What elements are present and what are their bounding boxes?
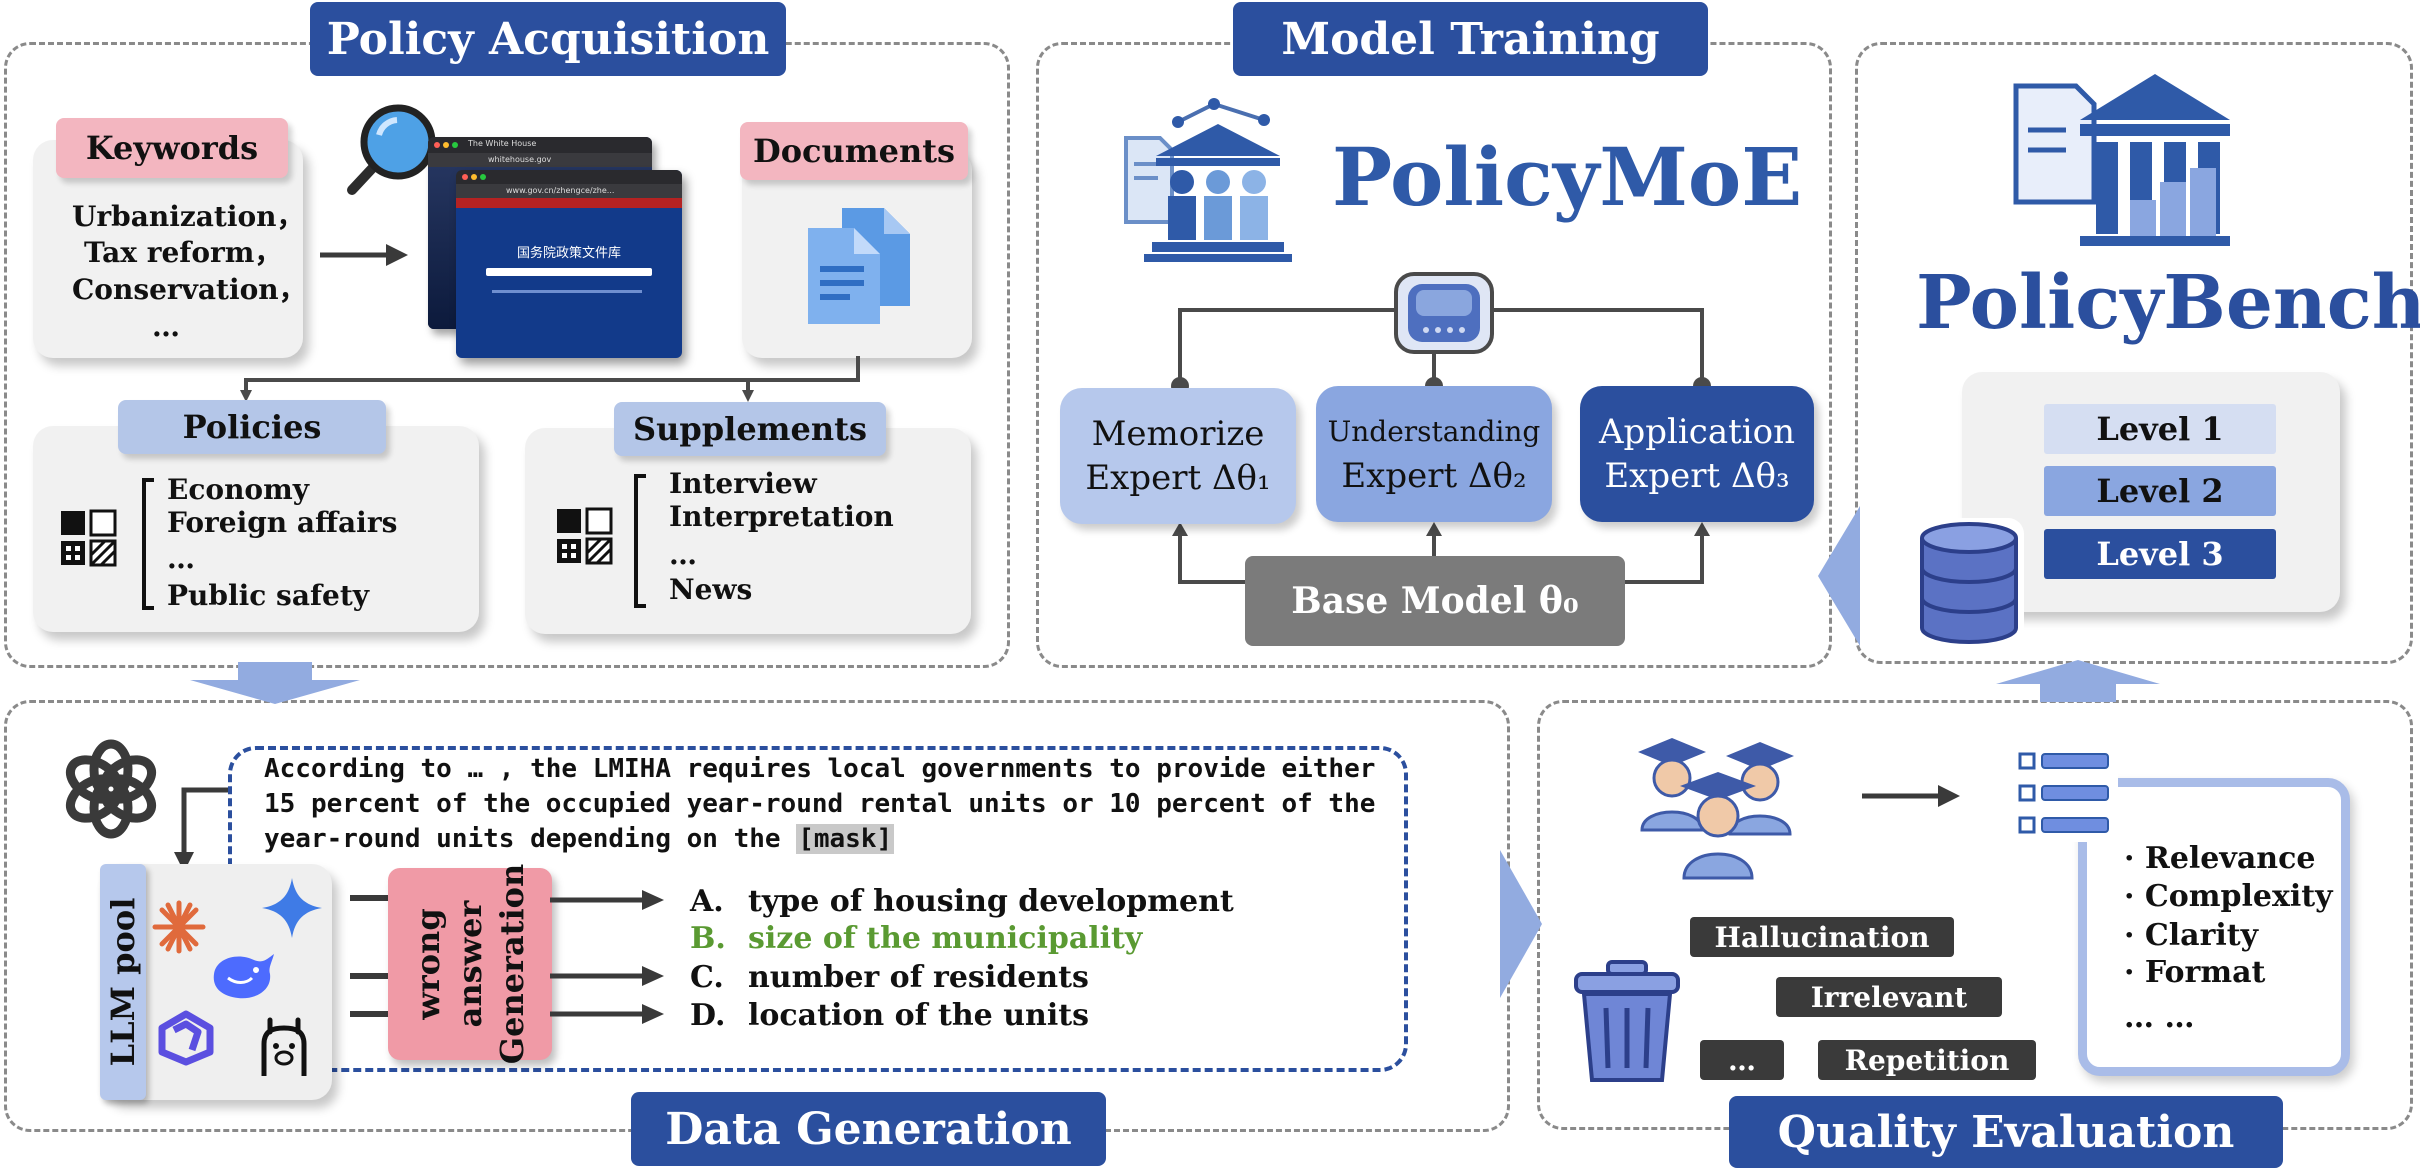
policy-item-4: Public safety — [167, 579, 370, 612]
arrow-openai-to-pool — [174, 787, 232, 872]
flow-arrow-up — [1996, 660, 2160, 702]
memorize-expert-line2: Expert Δθ₁ — [1085, 458, 1271, 498]
supplement-item-3: … — [669, 538, 697, 571]
gemini-logo-icon — [262, 878, 322, 938]
wrong-answer-label: wrong answer Generation — [407, 864, 533, 1064]
keyword-4: … — [152, 310, 180, 343]
supplement-item-4: News — [669, 573, 753, 606]
model-training-title: Model Training — [1233, 2, 1708, 76]
arrows-pool-to-generation — [350, 895, 390, 1017]
criterion-clarity: · Clarity — [2124, 918, 2259, 953]
deepseek-logo-icon — [213, 954, 274, 999]
browser-front-url: www.gov.cn/zhengce/zhe... — [506, 186, 615, 195]
browser-back-tab: The White House — [468, 139, 537, 148]
flow-arrow-right — [1500, 850, 1542, 998]
base-model-box: Base Model θ₀ — [1245, 556, 1625, 646]
supplement-item-2: Interpretation — [669, 500, 894, 533]
option-b-letter: B. — [690, 921, 726, 956]
application-expert-line2: Expert Δθ₃ — [1604, 456, 1790, 496]
wrong-label-line2: answer — [451, 900, 489, 1028]
question-body: According to … , the LMIHA requires loca… — [264, 754, 1376, 854]
option-c-text: number of residents — [748, 960, 1089, 995]
understanding-expert-line2: Expert Δθ₂ — [1341, 456, 1527, 496]
keyword-1: Urbanization， — [72, 200, 305, 233]
keyword-3: Conservation， — [72, 273, 307, 306]
trash-bin-icon — [1570, 956, 1684, 1088]
criterion-format: · Format — [2124, 955, 2266, 990]
policies-tag: Policies — [118, 400, 386, 454]
wrong-label-line1: wrong — [409, 908, 447, 1020]
openai-logo-icon — [65, 739, 157, 839]
document-icon — [808, 208, 910, 324]
criterion-complexity: · Complexity — [2124, 879, 2333, 914]
category-icon — [557, 507, 613, 565]
option-b-text: size of the municipality — [748, 921, 1143, 956]
supplement-item-1: Interview — [669, 467, 817, 500]
browser-window-front: www.gov.cn/zhengce/zhe... 国务院政策文件库 — [456, 170, 682, 358]
policymoe-title: PolicyMoE — [1332, 130, 1803, 224]
supplements-bracket — [634, 474, 646, 608]
question-text: According to … , the LMIHA requires loca… — [264, 752, 1384, 857]
qwen-logo-icon — [158, 1010, 214, 1066]
level-2: Level 2 — [2044, 466, 2276, 516]
option-d-text: location of the units — [748, 998, 1089, 1033]
criterion-more: … … — [2124, 1000, 2195, 1035]
mask-token: [mask] — [796, 824, 895, 854]
understanding-expert-line1: Understanding — [1327, 415, 1541, 448]
policybench-logo-icon — [2013, 74, 2230, 246]
documents-tag: Documents — [740, 122, 968, 180]
policybench-panel — [1855, 42, 2413, 664]
policymoe-logo-icon — [1124, 98, 1292, 262]
wrong-answer-generation-box — [388, 868, 552, 1060]
option-c-letter: C. — [690, 960, 724, 995]
criteria-card — [2078, 778, 2350, 1076]
flow-arrow-down — [190, 662, 360, 704]
supplements-tag: Supplements — [614, 402, 886, 456]
arrow-keywords-to-browser — [320, 244, 408, 266]
router-icon — [1394, 272, 1494, 354]
memorize-expert-line1: Memorize — [1091, 414, 1265, 454]
browser-back-url: whitehouse.gov — [488, 155, 552, 164]
repetition-tag: Repetition — [1818, 1040, 2036, 1080]
arrow-reviewers-to-checklist — [1862, 785, 1960, 807]
flow-arrow-left — [1818, 506, 1860, 646]
reviewers-icon — [1638, 738, 1794, 880]
claude-logo-icon — [152, 900, 206, 954]
understanding-expert: Understanding Expert Δθ₂ — [1316, 386, 1552, 522]
option-a-letter: A. — [690, 884, 724, 919]
data-generation-title: Data Generation — [631, 1092, 1106, 1166]
memorize-expert: Memorize Expert Δθ₁ — [1060, 388, 1296, 524]
more-tag: … — [1700, 1040, 1784, 1080]
hallucination-tag: Hallucination — [1690, 917, 1954, 957]
keyword-2: Tax reform， — [84, 236, 283, 269]
policy-acquisition-title: Policy Acquisition — [310, 2, 786, 76]
quality-evaluation-title: Quality Evaluation — [1729, 1096, 2283, 1168]
checklist-icon — [2012, 744, 2118, 842]
level-3: Level 3 — [2044, 529, 2276, 579]
llm-pool-label-bar — [100, 864, 146, 1100]
browser-page-title: 国务院政策文件库 — [516, 246, 621, 261]
llama-logo-icon — [261, 1017, 307, 1076]
policies-bracket — [142, 478, 154, 610]
level-1: Level 1 — [2044, 404, 2276, 454]
irrelevant-tag: Irrelevant — [1776, 977, 2002, 1017]
option-a-text: type of housing development — [748, 884, 1234, 919]
llm-pool-label: LLM pool — [104, 897, 142, 1067]
category-icon — [61, 509, 117, 567]
policy-item-3: … — [167, 542, 195, 575]
keywords-tag: Keywords — [56, 118, 288, 178]
option-d-letter: D. — [690, 998, 726, 1033]
database-icon — [1914, 518, 2024, 646]
policy-item-1: Economy — [167, 473, 309, 506]
split-connector — [240, 356, 860, 402]
policy-item-2: Foreign affairs — [167, 506, 398, 539]
application-expert: Application Expert Δθ₃ — [1580, 386, 1814, 522]
policybench-title: PolicyBench — [1916, 260, 2420, 346]
application-expert-line1: Application — [1598, 412, 1796, 452]
wrong-label-line3: Generation — [493, 863, 531, 1065]
criterion-relevance: · Relevance — [2124, 841, 2316, 876]
arrows-to-options — [550, 890, 664, 1024]
